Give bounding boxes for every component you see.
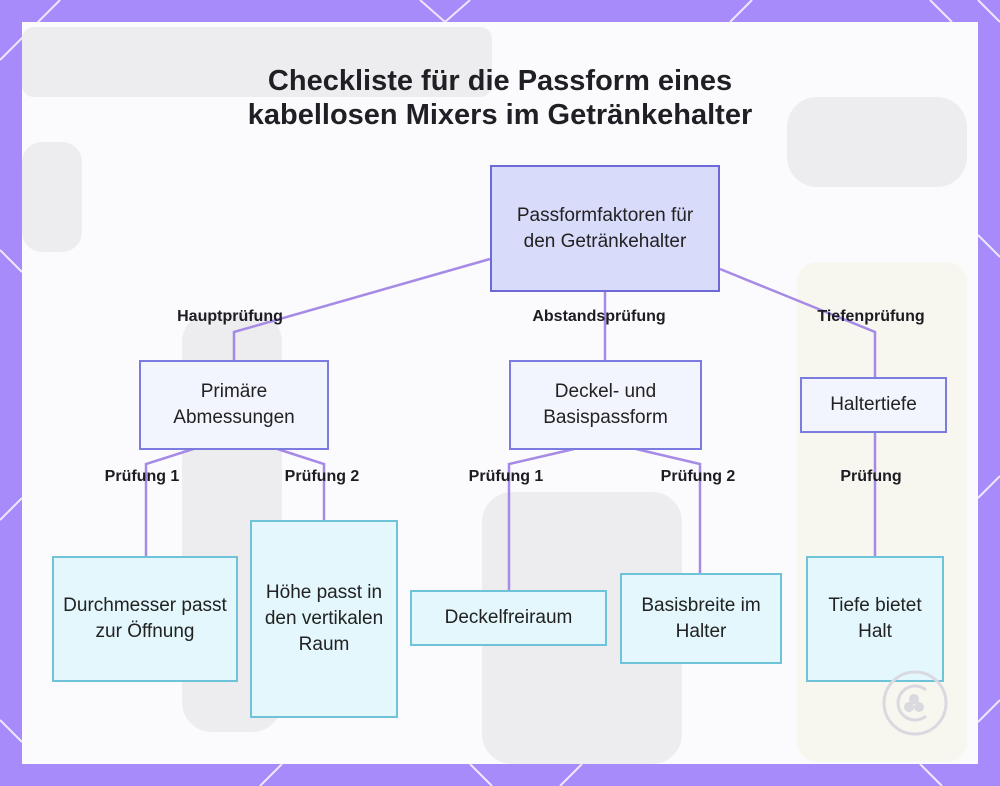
depth-provides-support-node: Tiefe bietet Halt	[806, 556, 944, 682]
connector-root-primary	[232, 257, 491, 360]
edge-label-lid-check-1: Prüfung 1	[468, 468, 544, 485]
diagram-card: Checkliste für die Passform eines kabell…	[22, 22, 978, 764]
edge-label-depth-single-check: Prüfung	[840, 468, 902, 485]
primary-dimensions-node: Primäre Abmessungen	[139, 360, 329, 450]
edge-label-primary-check-1: Prüfung 1	[104, 468, 180, 485]
lid-base-fit-node: Deckel- und Basispassform	[509, 360, 702, 450]
lid-clearance-node: Deckelfreiraum	[410, 590, 607, 646]
height-fits-vertical-space-node: Höhe passt in den vertikalen Raum	[250, 520, 398, 718]
base-width-node: Basisbreite im Halter	[620, 573, 782, 664]
copyright-icon	[882, 670, 948, 736]
edge-label-main-check: Hauptprüfung	[177, 308, 283, 325]
diameter-fits-opening-node: Durchmesser passt zur Öffnung	[52, 556, 238, 682]
diagram-title: Checkliste für die Passform eines kabell…	[172, 64, 828, 132]
connector-lid-base	[635, 447, 702, 573]
connector-lid-clearance	[507, 447, 575, 590]
edge-label-depth-check: Tiefenprüfung	[817, 308, 925, 325]
connector-primary-height	[261, 442, 326, 520]
root-node: Passformfaktoren für den Getränkehalter	[490, 165, 720, 292]
connector-primary-diameter	[144, 442, 210, 556]
title-line-1: Checkliste für die Passform eines	[267, 65, 733, 97]
edge-label-primary-check-2: Prüfung 2	[284, 468, 360, 485]
holder-depth-node: Haltertiefe	[800, 377, 947, 433]
title-line-2: kabellosen Mixers im Getränkehalter	[247, 99, 753, 131]
connector-root-depth	[719, 267, 877, 377]
edge-label-distance-check: Abstandsprüfung	[532, 308, 666, 325]
edge-label-lid-check-2: Prüfung 2	[660, 468, 736, 485]
connector-lines	[144, 257, 877, 590]
